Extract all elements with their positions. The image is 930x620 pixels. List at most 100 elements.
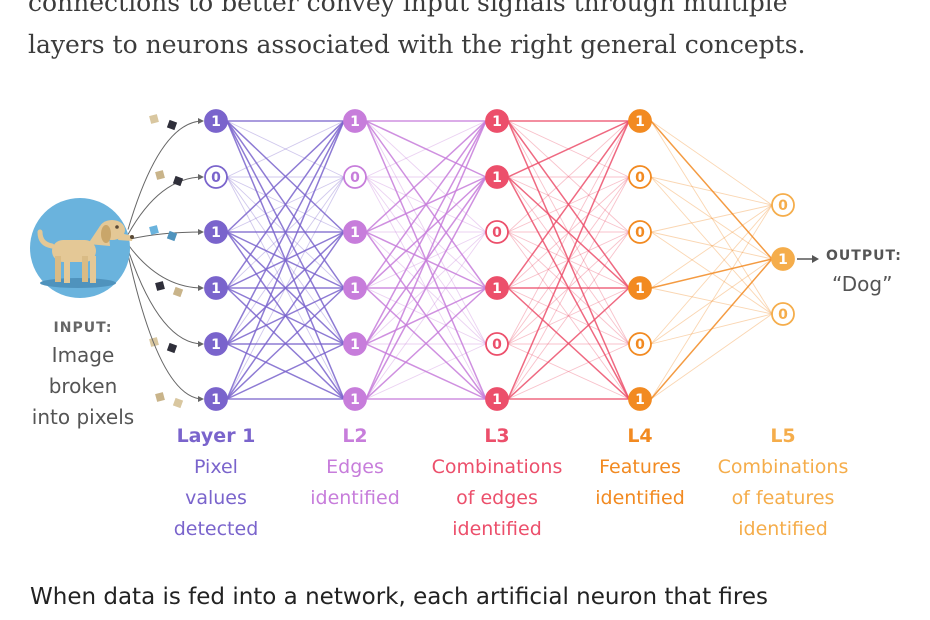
neuron-circle	[771, 302, 795, 326]
layer-1-caption: Layer 1 Pixel values detected	[121, 421, 311, 545]
neuron-circle	[485, 109, 509, 133]
neuron: 0	[628, 165, 652, 189]
connection-line	[650, 120, 773, 206]
neuron-value: 1	[350, 337, 360, 353]
intro-paragraph: connections to better convey input signa…	[28, 0, 908, 66]
connection-line	[650, 258, 773, 345]
neuron-circle	[343, 387, 367, 411]
connection-line	[226, 120, 345, 345]
neuron-circle	[204, 276, 228, 300]
neuron: 1	[485, 165, 509, 189]
connection-line	[365, 120, 487, 345]
neuron-circle	[204, 332, 228, 356]
output-arrow	[797, 255, 819, 263]
connection-line	[650, 176, 773, 206]
neuron-value: 1	[211, 392, 221, 408]
connection-line	[650, 258, 773, 289]
connection-line	[507, 343, 630, 400]
neuron: 1	[343, 332, 367, 356]
neuron-circle	[628, 276, 652, 300]
layer-2-caption: L2 Edges identified	[260, 421, 450, 514]
neuron-value: 1	[492, 392, 502, 408]
pixel-square	[149, 225, 159, 235]
neuron: 1	[343, 387, 367, 411]
neuron-circle	[485, 387, 509, 411]
neuron-value: 1	[492, 114, 502, 130]
pixel-square	[155, 170, 165, 180]
layer-5-name: L5	[770, 425, 796, 447]
neuron-value: 1	[635, 281, 645, 297]
neuron: 1	[628, 109, 652, 133]
layer-3-description-line: identified	[452, 518, 542, 540]
connection-line	[226, 120, 345, 178]
neuron: 1	[204, 387, 228, 411]
pixel-square	[172, 175, 184, 187]
neuron: 1	[204, 220, 228, 244]
input-arrow	[127, 120, 204, 230]
connection-line	[226, 287, 345, 400]
connection-line	[507, 231, 630, 345]
neuron-circle	[343, 109, 367, 133]
connection-line	[365, 231, 487, 400]
layer-3-description-line: Combinations	[431, 456, 563, 478]
neuron-value: 0	[635, 170, 645, 186]
neuron-circle	[485, 165, 509, 189]
output-heading: OUTPUT:	[826, 248, 902, 264]
neuron: 1	[485, 109, 509, 133]
neuron: 1	[771, 247, 795, 271]
connection-line	[507, 176, 630, 289]
neuron-circle	[204, 165, 228, 189]
neuron: 1	[343, 109, 367, 133]
connection-line	[507, 120, 630, 400]
neuron: 1	[628, 387, 652, 411]
neuron-value: 0	[350, 170, 360, 186]
input-arrow	[127, 254, 204, 400]
connection-line	[507, 120, 630, 289]
neuron: 1	[343, 220, 367, 244]
connection-line	[650, 176, 773, 260]
neuron-circle	[771, 193, 795, 217]
input-arrowhead	[198, 341, 204, 347]
connection-line	[365, 120, 487, 400]
neuron: 0	[485, 220, 509, 244]
layer-4-name: L4	[627, 425, 653, 447]
neuron-circle	[628, 109, 652, 133]
connection-line	[365, 120, 487, 233]
neuron: 0	[628, 332, 652, 356]
neuron: 0	[204, 165, 228, 189]
pixel-square	[155, 392, 165, 402]
pixel-square	[149, 114, 159, 124]
layer-2-description-line: identified	[310, 487, 400, 509]
layer-3-description-line: of edges	[456, 487, 538, 509]
connection-line	[226, 176, 345, 400]
pixel-square	[172, 286, 184, 298]
connection-line	[650, 287, 773, 315]
neuron-circle	[204, 387, 228, 411]
connection-line	[226, 120, 345, 233]
input-description-line: Image	[51, 343, 115, 367]
neuron-value: 1	[211, 114, 221, 130]
neuron: 0	[771, 193, 795, 217]
neuron: 0	[628, 220, 652, 244]
connection-line	[650, 120, 773, 260]
neuron-value: 0	[492, 225, 502, 241]
input-arrow	[127, 231, 204, 240]
connection-line	[226, 120, 345, 289]
neuron-circle	[485, 220, 509, 244]
input-arrow	[127, 176, 204, 235]
connection-line	[507, 120, 630, 233]
neuron: 0	[343, 165, 367, 189]
dog-photo-icon	[30, 198, 134, 298]
layer-2-name: L2	[342, 425, 368, 447]
layer-4-description-line: identified	[595, 487, 685, 509]
connection-line	[226, 120, 345, 400]
connection-line	[507, 287, 630, 400]
network-connections	[226, 120, 773, 400]
neuron-value: 0	[635, 225, 645, 241]
neuron-circle	[343, 276, 367, 300]
neuron-value: 1	[492, 170, 502, 186]
connection-line	[507, 176, 630, 289]
connection-line	[226, 231, 345, 345]
layer-1-description-line: Pixel	[194, 456, 238, 478]
